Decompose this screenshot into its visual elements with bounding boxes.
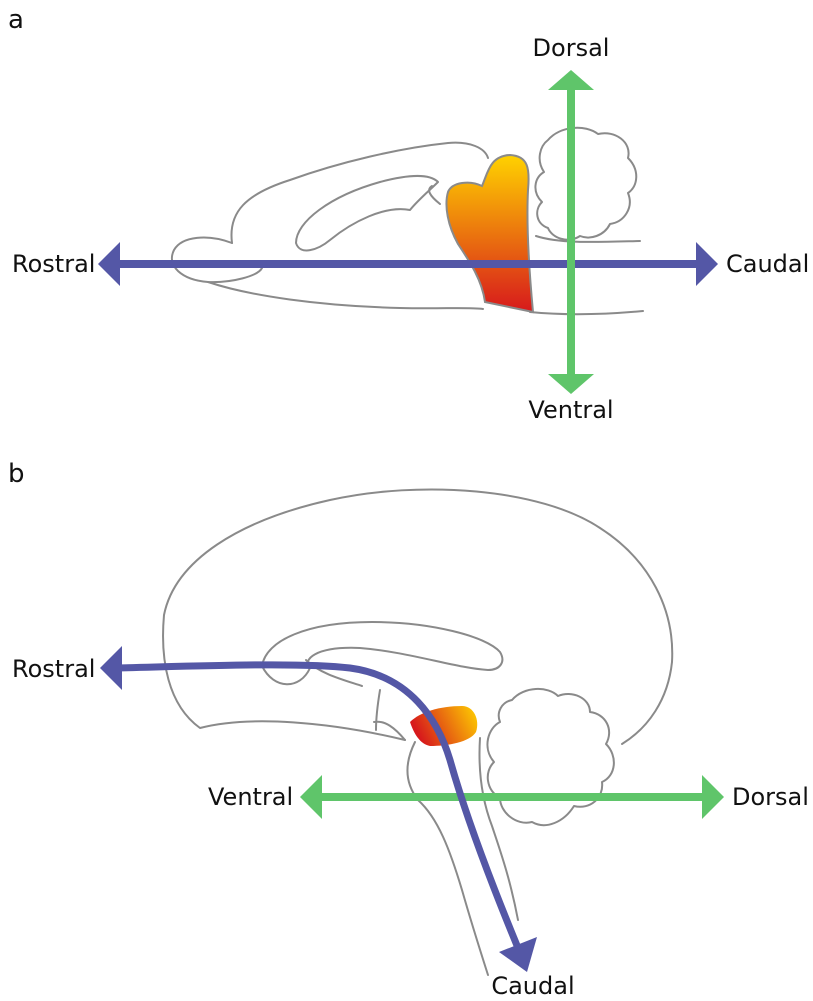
highlight-region-a xyxy=(446,155,533,312)
dorsal-arrowhead-b xyxy=(702,775,724,819)
brainstem-ventral-contour xyxy=(530,311,643,314)
dorso-ventral-axis-b xyxy=(300,775,724,819)
dorsal-arrowhead-a xyxy=(548,70,594,90)
dorsal-label-b: Dorsal xyxy=(732,783,809,811)
rostral-arrowhead-a xyxy=(98,242,120,286)
dorsal-label-a: Dorsal xyxy=(533,34,610,62)
olfactory-bulb xyxy=(172,238,262,283)
rostral-label-a: Rostral xyxy=(12,250,95,278)
panel-a: a xyxy=(8,5,809,424)
hippocampus-contour xyxy=(296,176,438,250)
panel-a-label: a xyxy=(8,5,24,35)
rostral-arrowhead-b xyxy=(100,646,122,690)
cerebellum-b xyxy=(487,689,613,825)
rostral-label-b: Rostral xyxy=(12,655,95,683)
dorso-ventral-axis-a xyxy=(548,70,594,394)
panel-b-label: b xyxy=(8,459,25,489)
caudal-arrowhead-a xyxy=(696,242,718,286)
ventral-arrowhead-b xyxy=(300,775,322,819)
ventral-arrowhead-a xyxy=(548,374,594,394)
caudal-label-b: Caudal xyxy=(491,972,574,1000)
caudal-label-a: Caudal xyxy=(726,250,809,278)
brainstem-left-contour xyxy=(407,742,488,975)
ventral-label-a: Ventral xyxy=(528,396,613,424)
cerebellum xyxy=(535,128,636,240)
panel-b: b Rostral Dorsal xyxy=(8,459,809,1000)
ventral-label-b: Ventral xyxy=(208,783,293,811)
ventral-contour xyxy=(208,282,483,309)
